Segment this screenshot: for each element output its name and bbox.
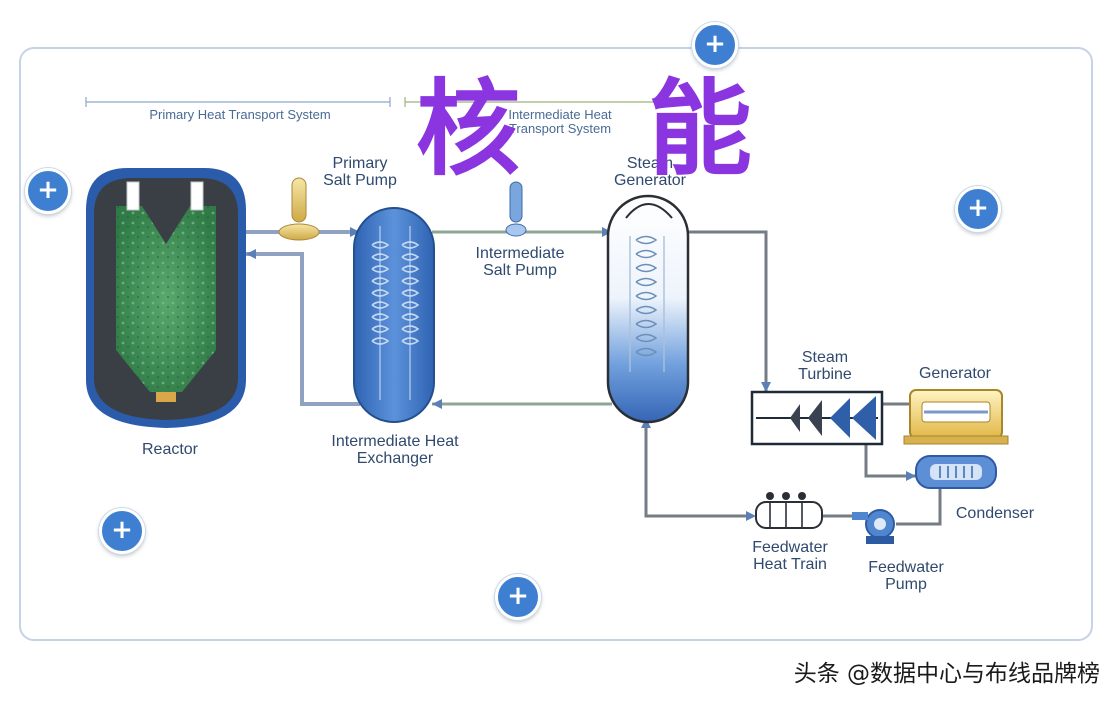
feedwater-pump xyxy=(852,509,895,544)
feedwater-heat-train-line1: Feedwater xyxy=(752,539,828,556)
ihx-line1: Intermediate Heat xyxy=(331,433,459,450)
steam-cycle-pipes xyxy=(644,230,942,526)
ihx-line2: Exchanger xyxy=(356,449,434,467)
condenser-label: Condenser xyxy=(955,505,1035,522)
page-title-char-1: 核 xyxy=(416,68,521,190)
feedwater-heat-train xyxy=(755,492,823,529)
intermediate-salt-pump-line2: Salt Pump xyxy=(483,261,557,279)
intermediate-salt-pump xyxy=(505,181,527,237)
page-title-char-2: 能 xyxy=(648,68,753,190)
steam-turbine-line2: Turbine xyxy=(798,365,852,383)
primary-section-bracket xyxy=(85,97,391,107)
reactor-label: Reactor xyxy=(141,441,199,458)
hotspot-plus-button-right[interactable]: + xyxy=(955,186,1001,232)
generator xyxy=(903,389,1009,445)
diagram-frame xyxy=(19,47,1093,641)
generator-label: Generator xyxy=(918,365,992,382)
feedwater-heat-train-label: Feedwater Heat Train xyxy=(730,539,850,574)
steam-turbine-label: Steam Turbine xyxy=(770,349,880,384)
steam-generator-label: Steam Generator xyxy=(590,155,710,190)
intermediate-salt-pump-label: Intermediate Salt Pump xyxy=(450,245,590,280)
primary-heat-transport-label: Primary Heat Transport System xyxy=(149,107,331,122)
condenser xyxy=(915,455,997,489)
primary-salt-pump-label: Primary Salt Pump xyxy=(300,155,420,190)
hotspot-plus-button-left[interactable]: + xyxy=(25,168,71,214)
feedwater-heat-train-line2: Heat Train xyxy=(753,555,827,573)
intermediate-heat-transport-label: Intermediate Heat Transport System xyxy=(470,108,650,135)
intermediate-salt-pump-line1: Intermediate xyxy=(475,245,565,262)
steam-generator-line2: Generator xyxy=(613,171,687,189)
ihx-label: Intermediate Heat Exchanger xyxy=(300,433,490,468)
hotspot-plus-button-bottom-left[interactable]: + xyxy=(99,508,145,554)
intermediate-heat-exchanger xyxy=(353,207,435,423)
hotspot-plus-button-bottom[interactable]: + xyxy=(495,574,541,620)
steam-generator-line1: Steam xyxy=(626,155,674,172)
reactor-vessel xyxy=(86,168,246,428)
primary-salt-pump-line2: Salt Pump xyxy=(323,171,397,189)
intermediate-section-bracket xyxy=(404,97,660,107)
steam-turbine-line1: Steam xyxy=(801,349,849,366)
source-watermark: 头条 @数据中心与布线品牌榜 xyxy=(793,661,1100,687)
feedwater-pump-label: Feedwater Pump xyxy=(846,559,966,594)
intermediate-label-line2: Transport System xyxy=(508,120,612,136)
steam-generator xyxy=(606,194,690,424)
steam-turbine xyxy=(750,390,884,446)
hotspot-plus-button-top[interactable]: + xyxy=(692,22,738,68)
primary-salt-pump-line1: Primary xyxy=(332,155,388,172)
intermediate-label-line1: Intermediate Heat xyxy=(508,107,612,122)
feedwater-pump-line1: Feedwater xyxy=(868,559,944,576)
feedwater-pump-line2: Pump xyxy=(885,575,927,593)
primary-salt-pump xyxy=(278,177,320,241)
